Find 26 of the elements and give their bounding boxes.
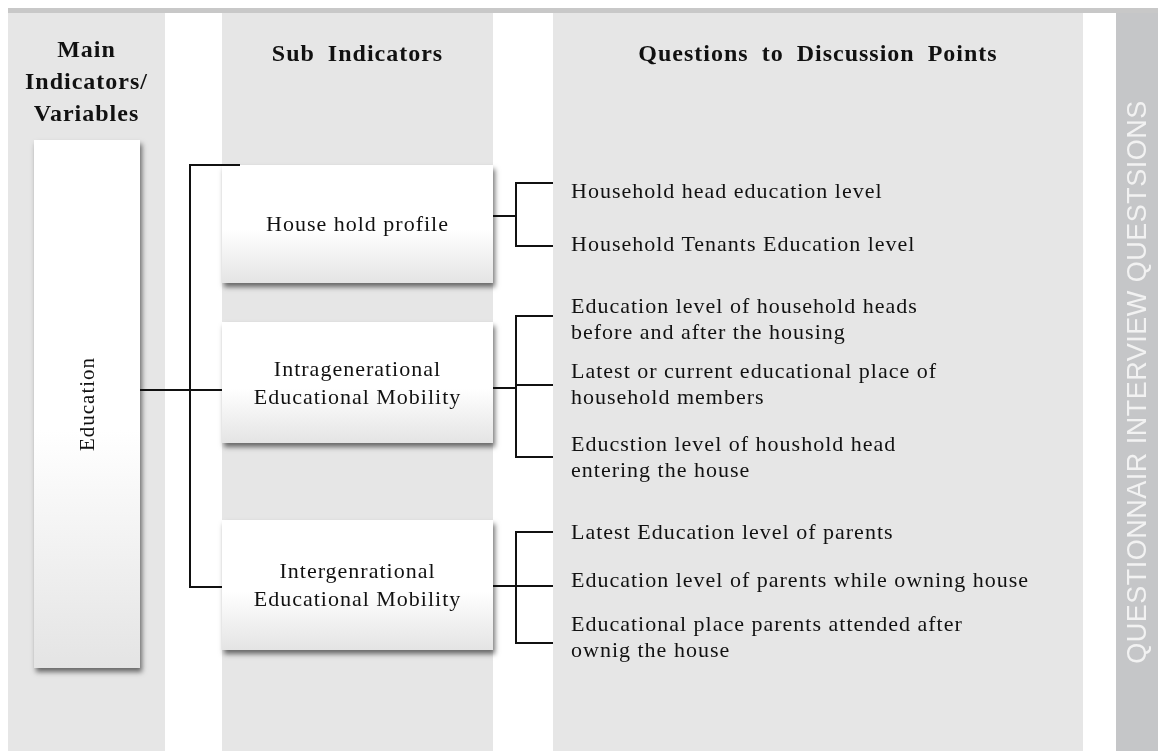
question-text: Household head education level bbox=[571, 178, 883, 204]
sub-indicator-label: Intergenrational Educational Mobility bbox=[252, 557, 463, 613]
connector-line bbox=[492, 387, 554, 458]
column-heading: Sub Indicators bbox=[270, 39, 445, 68]
question-text: Latest or current educational place of household members bbox=[571, 358, 938, 410]
question-text: Educstion level of houshold head entering the house bbox=[571, 431, 898, 483]
sub-indicator-box bbox=[222, 165, 493, 283]
side-band bbox=[1116, 13, 1158, 751]
question-text: Household Tenants Education level bbox=[571, 231, 916, 257]
sub-indicator-label: House hold profile bbox=[266, 210, 449, 238]
question-text: Education level of household heads before and after the housing bbox=[571, 293, 919, 345]
indicator-label: Education bbox=[74, 356, 100, 452]
column-band bbox=[8, 13, 165, 751]
column-heading: Main Indicators/ Variables bbox=[24, 35, 149, 128]
question-text: Education level of parents while owning house bbox=[571, 567, 1029, 593]
connector-line bbox=[492, 585, 554, 644]
column-heading: Questions to Discussion Points bbox=[637, 39, 999, 68]
connector-line bbox=[492, 215, 554, 247]
sub-indicator-box bbox=[222, 322, 493, 443]
sub-indicator-box bbox=[222, 520, 493, 650]
column-band bbox=[222, 13, 493, 751]
sub-indicator-label: Intragenerational Educational Mobility bbox=[252, 354, 463, 411]
indicator-box bbox=[34, 140, 140, 668]
question-text: Latest Education level of parents bbox=[571, 519, 894, 545]
question-text: Educational place parents attended after ownig the house bbox=[571, 611, 964, 663]
column-band bbox=[553, 13, 1083, 751]
